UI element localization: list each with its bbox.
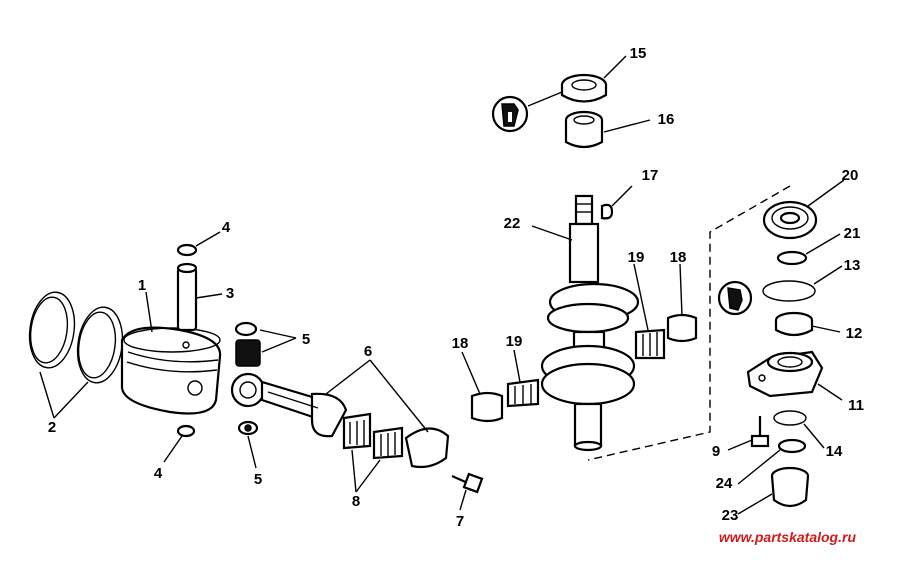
callout-12: 12 bbox=[846, 325, 863, 342]
callout-4-top: 4 bbox=[222, 219, 231, 236]
housing-screw bbox=[750, 416, 770, 448]
callout-5-top: 5 bbox=[302, 331, 310, 348]
callout-19-left: 19 bbox=[506, 333, 523, 350]
callout-17: 17 bbox=[642, 167, 659, 184]
rod-bolt bbox=[451, 472, 484, 494]
bearing-retainer bbox=[776, 250, 808, 266]
top-seal bbox=[560, 73, 608, 103]
connecting-rod bbox=[230, 372, 450, 469]
ball-bearing bbox=[762, 200, 818, 240]
small-end-bearing bbox=[234, 321, 261, 436]
callout-15: 15 bbox=[630, 45, 647, 62]
callout-11: 11 bbox=[848, 397, 864, 414]
callout-19-right: 19 bbox=[628, 249, 645, 266]
callout-1: 1 bbox=[138, 277, 146, 294]
retaining-clip-bottom bbox=[176, 424, 196, 438]
retaining-clip-top bbox=[176, 243, 198, 257]
callout-9: 9 bbox=[712, 443, 720, 460]
crankshaft bbox=[540, 194, 640, 452]
callout-22: 22 bbox=[504, 215, 521, 232]
piston-rings bbox=[28, 291, 124, 384]
piston bbox=[120, 326, 222, 415]
callout-18-right: 18 bbox=[670, 249, 687, 266]
callout-14: 14 bbox=[826, 443, 843, 460]
callout-5-bottom: 5 bbox=[254, 471, 262, 488]
top-bearing bbox=[564, 110, 604, 149]
callout-21: 21 bbox=[844, 225, 861, 242]
callout-18-left: 18 bbox=[452, 335, 469, 352]
drive-seal bbox=[777, 438, 807, 454]
assembly-bracket bbox=[587, 185, 791, 461]
callout-6: 6 bbox=[364, 343, 372, 360]
watermark: www.partskatalog.ru bbox=[719, 529, 857, 545]
callout-20: 20 bbox=[842, 167, 859, 184]
callout-2: 2 bbox=[48, 419, 56, 436]
woodruff-key bbox=[600, 203, 614, 220]
sealant-icon-bottom bbox=[717, 280, 753, 316]
callout-13: 13 bbox=[844, 257, 861, 274]
lower-seal bbox=[774, 311, 814, 337]
callout-8: 8 bbox=[352, 493, 360, 510]
callouts: 1 2 3 4 4 5 5 6 7 8 9 11 12 13 14 15 16 … bbox=[48, 45, 864, 530]
callout-7: 7 bbox=[456, 513, 464, 530]
callout-23: 23 bbox=[722, 507, 739, 524]
bearing-housing bbox=[746, 350, 824, 398]
callout-24: 24 bbox=[716, 475, 733, 492]
o-ring-lower bbox=[773, 410, 807, 426]
main-bearing-left bbox=[470, 378, 540, 423]
end-cap bbox=[770, 466, 810, 508]
main-bearing-right bbox=[634, 313, 698, 360]
callout-4-bottom: 4 bbox=[154, 465, 163, 482]
o-ring-upper bbox=[762, 280, 816, 302]
callout-3: 3 bbox=[226, 285, 234, 302]
leader-lines bbox=[39, 55, 845, 515]
piston-pin bbox=[176, 262, 198, 332]
callout-16: 16 bbox=[658, 111, 675, 128]
sealant-icon-top bbox=[491, 95, 529, 133]
rod-bearing-halves bbox=[342, 412, 404, 460]
